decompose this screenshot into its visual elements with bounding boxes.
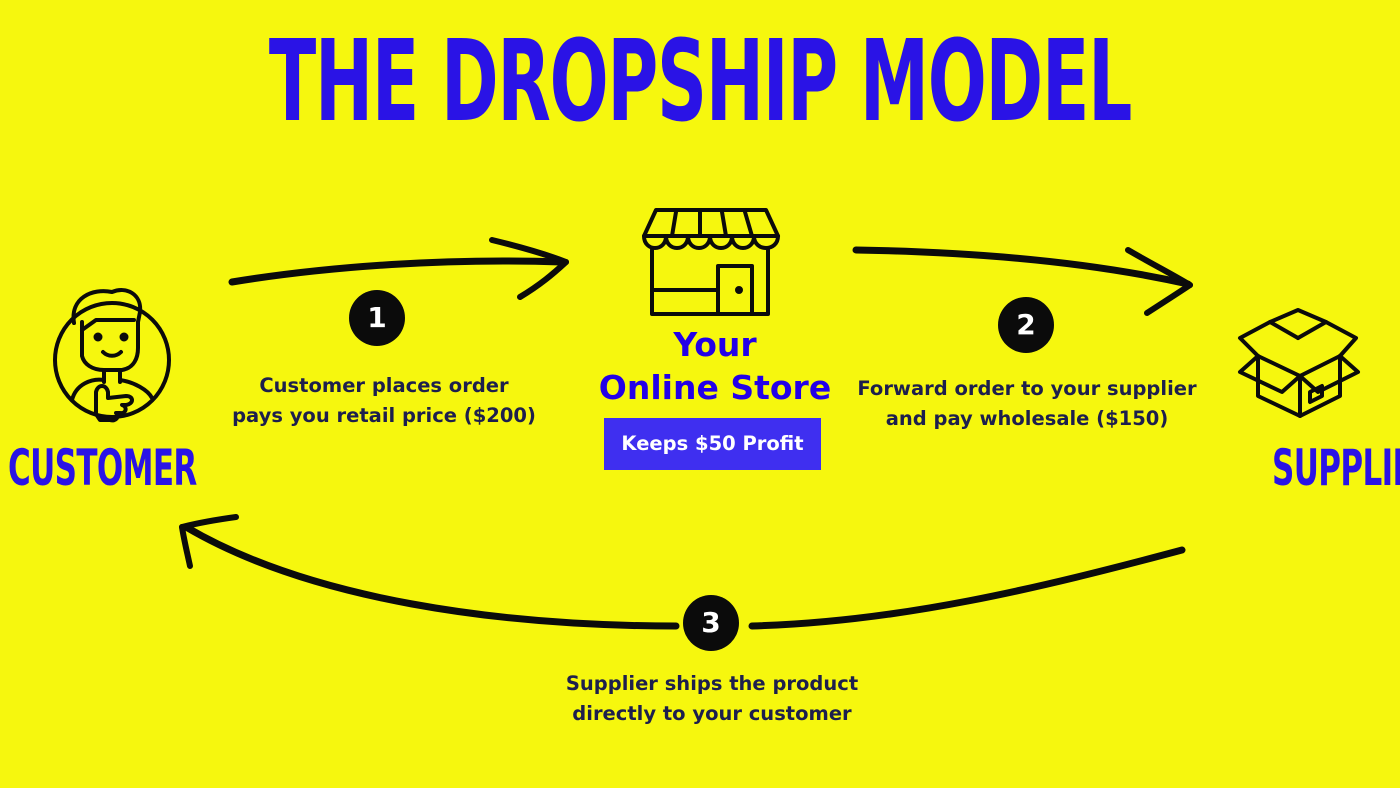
storefront-icon — [642, 208, 780, 316]
step-1-line-1: Customer places order — [259, 374, 509, 397]
arrow-step-1 — [228, 237, 569, 300]
step-1-line-2: pays you retail price ($200) — [232, 404, 536, 427]
step-2-number: 2 — [998, 297, 1054, 353]
step-3-line-2: directly to your customer — [572, 702, 852, 725]
profit-badge: Keeps $50 Profit — [604, 418, 821, 470]
supplier-label: SUPPLIER — [1272, 439, 1400, 497]
step-3-description: Supplier ships the product directly to y… — [532, 669, 892, 729]
arrow-step-2 — [852, 246, 1193, 316]
customer-icon — [53, 288, 171, 423]
store-name: Your Online Store — [590, 323, 840, 409]
page-title: THE DROPSHIP MODEL — [268, 17, 1133, 147]
step-1-number: 1 — [349, 290, 405, 346]
step-2-description: Forward order to your supplier and pay w… — [842, 374, 1212, 434]
arrow-step-3 — [179, 514, 1186, 630]
step-2-line-2: and pay wholesale ($150) — [885, 407, 1169, 430]
customer-label: CUSTOMER — [8, 439, 197, 497]
store-name-line-1: Your — [673, 325, 757, 364]
step-1-description: Customer places order pays you retail pr… — [204, 371, 564, 431]
step-2-line-1: Forward order to your supplier — [857, 377, 1197, 400]
open-box-icon — [1238, 308, 1360, 418]
step-3-number: 3 — [683, 595, 739, 651]
step-3-line-1: Supplier ships the product — [565, 672, 859, 695]
store-name-line-2: Online Store — [598, 368, 832, 407]
